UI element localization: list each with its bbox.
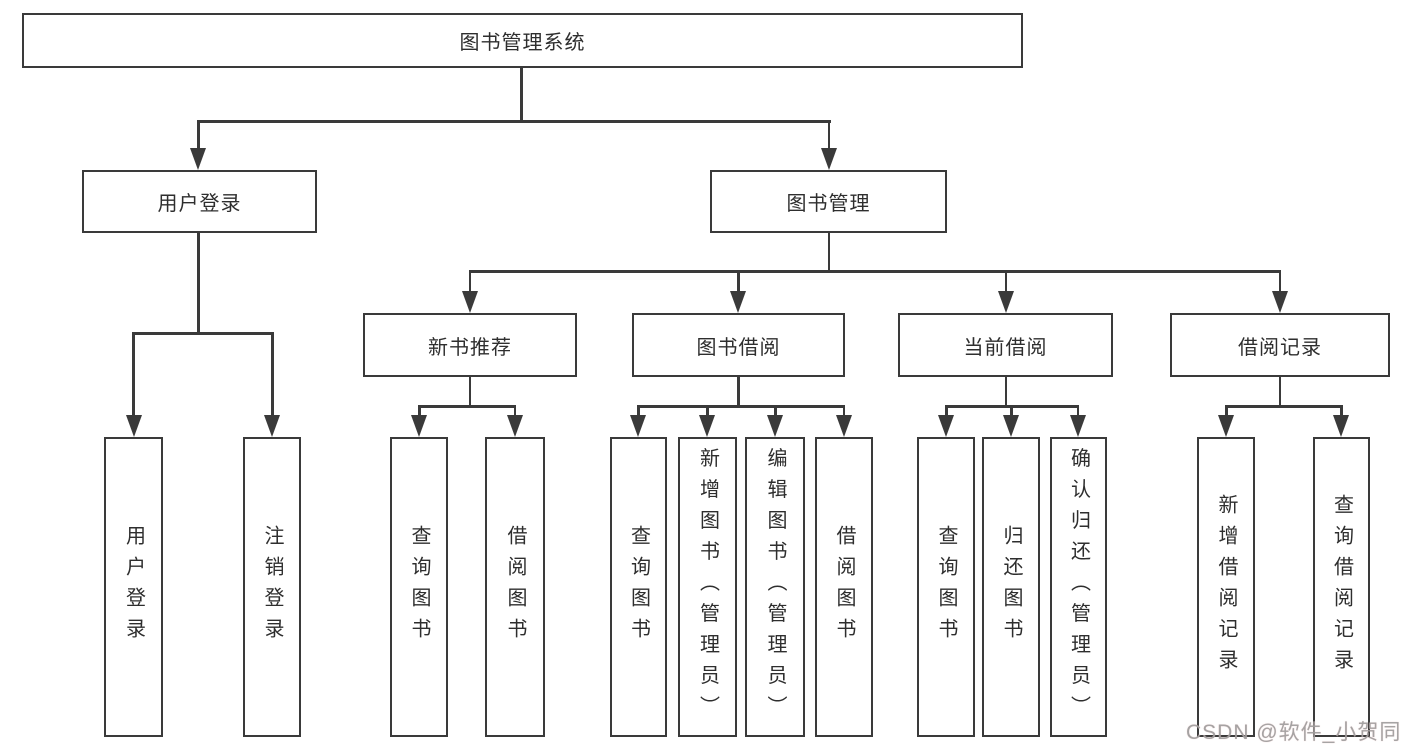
leaf-query-book-recommend: 查询图书 [390,437,448,737]
leaf-query-book-current: 查询图书 [917,437,975,737]
arrowhead-down-icon [1271,291,1288,313]
connector-line [197,233,200,334]
node-library-system: 图书管理系统 [22,13,1023,68]
connector-line [1278,270,1281,293]
leaf-return-book: 归还图书 [982,437,1040,737]
node-label: 借阅记录 [1238,336,1322,359]
node-label: 用户登录 [157,193,242,215]
connector-line [842,405,845,417]
leaf-label: 归还图书 [1000,525,1022,649]
arrowhead-down-icon [820,148,837,170]
node-borrow-record: 借阅记录 [1170,313,1390,377]
connector-line [637,405,844,408]
connector-line [418,405,421,417]
node-label: 新书推荐 [428,336,512,359]
connector-line [1004,377,1007,407]
node-book-borrow: 图书借阅 [632,313,845,377]
connector-line [197,120,200,150]
leaf-label: 新增借阅记录 [1215,494,1237,680]
connector-line [468,270,471,293]
connector-line [827,233,830,272]
leaf-label: 新增图书（管理员） [696,447,719,727]
arrowhead-down-icon [461,291,478,313]
arrowhead-down-icon [835,415,852,437]
leaf-borrow-book: 借阅图书 [815,437,873,737]
arrowhead-down-icon [767,415,783,437]
connector-line [737,377,740,407]
arrowhead-down-icon [411,415,427,437]
node-label: 图书管理 [786,193,871,215]
arrowhead-down-icon [997,291,1014,313]
connector-line [706,405,709,417]
arrowhead-down-icon [630,415,646,437]
node-label: 当前借阅 [963,336,1048,359]
leaf-label: 注销登录 [261,525,283,649]
leaf-confirm-return-admin: 确认归还（管理员） [1050,437,1107,737]
arrowhead-down-icon [125,415,142,437]
node-current-borrow: 当前借阅 [898,313,1113,377]
connector-line [1225,405,1342,408]
arrowhead-down-icon [190,148,206,170]
connector-line [513,405,516,417]
connector-line [945,405,948,417]
csdn-watermark: CSDN @软件_小贺同学 [1186,721,1402,744]
connector-line [737,270,740,293]
connector-line [418,405,516,408]
connector-line [774,405,777,417]
arrowhead-down-icon [1003,415,1019,437]
arrowhead-down-icon [1069,415,1086,437]
connector-line [1225,405,1228,417]
leaf-label: 查询借阅记录 [1330,494,1353,680]
node-user-login: 用户登录 [82,170,317,233]
leaf-label: 查询图书 [627,525,650,649]
node-book-management: 图书管理 [710,170,947,233]
arrowhead-down-icon [730,291,746,313]
leaf-label: 编辑图书（管理员） [764,447,786,727]
connector-line [1076,405,1079,417]
node-label: 图书管理系统 [459,32,586,54]
connector-line [1278,377,1281,407]
arrowhead-down-icon [699,415,715,437]
connector-line [132,332,274,335]
connector-line [827,120,830,150]
connector-line [197,120,831,123]
connector-line [1340,405,1343,417]
leaf-label: 确认归还（管理员） [1067,447,1090,727]
leaf-user-login: 用户登录 [104,437,163,737]
leaf-label: 借阅图书 [833,525,855,649]
arrowhead-down-icon [506,415,523,437]
connector-line [132,332,135,415]
connector-line [637,405,640,417]
leaf-add-book-admin: 新增图书（管理员） [678,437,737,737]
leaf-logout: 注销登录 [243,437,301,737]
connector-line [520,68,523,122]
arrowhead-down-icon [264,415,280,437]
connector-line [1004,270,1007,293]
node-new-book-recommend: 新书推荐 [363,313,577,377]
arrowhead-down-icon [1218,415,1234,437]
leaf-add-borrow-record: 新增借阅记录 [1197,437,1255,737]
leaf-label: 查询图书 [408,525,430,649]
arrowhead-down-icon [1333,415,1349,437]
leaf-borrow-book-recommend: 借阅图书 [485,437,545,737]
leaf-query-book-borrow: 查询图书 [610,437,667,737]
connector-line [468,377,471,407]
connector-line [468,270,1281,273]
node-label: 图书借阅 [696,336,781,359]
leaf-label: 用户登录 [122,525,145,649]
leaf-query-borrow-record: 查询借阅记录 [1313,437,1370,737]
leaf-label: 查询图书 [935,525,957,649]
connector-line [271,332,274,415]
leaf-edit-book-admin: 编辑图书（管理员） [745,437,805,737]
connector-line [1010,405,1013,417]
leaf-label: 借阅图书 [504,525,526,649]
arrowhead-down-icon [938,415,954,437]
